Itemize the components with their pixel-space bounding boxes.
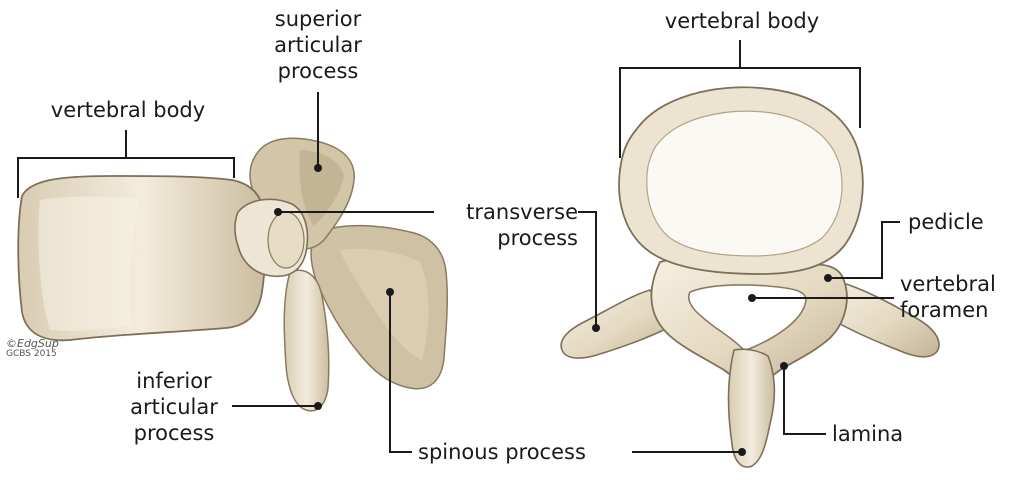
artist-credit: ©EdgSup GCBS 2015 [6, 338, 59, 360]
label-left-vertebral-body: vertebral body [36, 97, 220, 123]
label-foramen-line2: foramen [900, 297, 996, 323]
artist-credit-year: GCBS 2015 [6, 349, 59, 360]
label-transverse-line2: process [430, 225, 578, 251]
label-superior-line2: articular [256, 32, 380, 58]
lateral-vertebra [18, 138, 447, 411]
label-inferior-articular-process: inferior articular process [116, 368, 232, 446]
superior-spinous-process-shape [729, 349, 775, 467]
label-inferior-line1: inferior [116, 368, 232, 394]
label-inferior-line3: process [116, 420, 232, 446]
label-inferior-line2: articular [116, 394, 232, 420]
label-lamina: lamina [832, 421, 903, 447]
label-superior-line3: process [256, 58, 380, 84]
label-superior-line1: superior [256, 6, 380, 32]
label-spinous-process: spinous process [418, 439, 586, 465]
leader-transverse-right [578, 212, 596, 328]
label-foramen-line1: vertebral [900, 271, 996, 297]
label-right-vertebral-body: vertebral body [644, 8, 840, 34]
label-transverse-line1: transverse [430, 199, 578, 225]
leader-lamina [784, 366, 826, 434]
label-superior-articular-process: superior articular process [256, 6, 380, 84]
artist-signature: ©EdgSup [6, 338, 59, 349]
label-transverse-process: transverse process [430, 199, 578, 251]
label-vertebral-foramen: vertebral foramen [900, 271, 996, 323]
label-pedicle: pedicle [908, 209, 984, 235]
